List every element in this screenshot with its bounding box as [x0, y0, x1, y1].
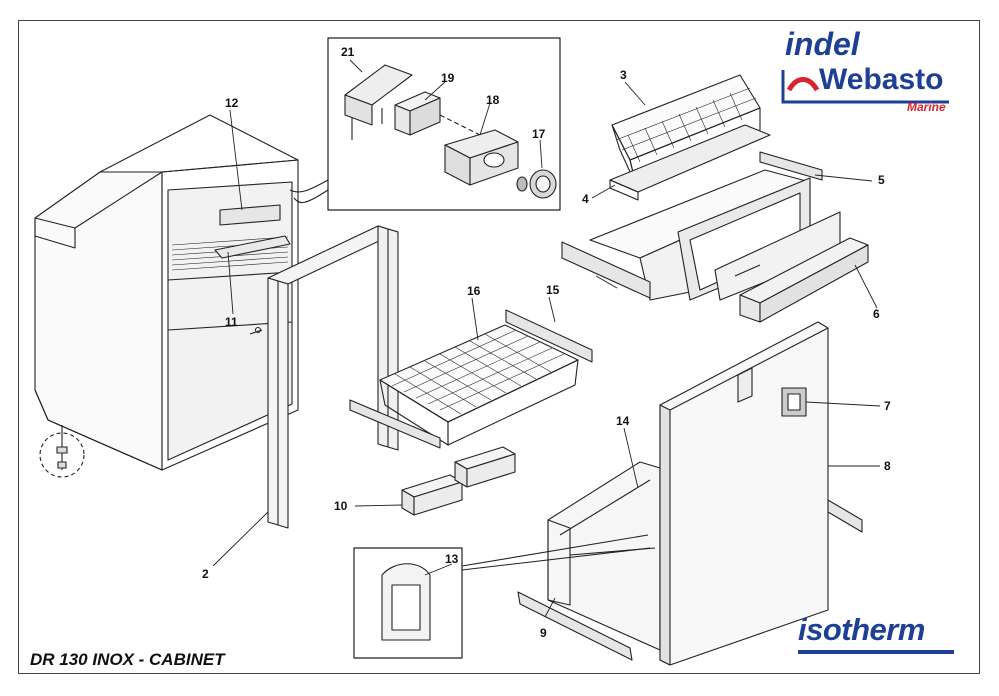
callout-13: 13	[445, 552, 459, 566]
callout-8: 8	[884, 459, 891, 473]
callout-21: 21	[341, 45, 355, 59]
callout-14: 14	[616, 414, 630, 428]
drawing-frame	[18, 20, 980, 674]
brand-webasto-text: Webasto	[819, 63, 944, 96]
upper-tray	[609, 124, 771, 201]
callout-4: 4	[582, 192, 589, 206]
leader-lines	[212, 59, 881, 618]
main-basket	[349, 309, 593, 449]
callout-15: 15	[546, 283, 560, 297]
upper-basket	[611, 74, 761, 186]
callout-2: 2	[202, 567, 209, 581]
brand-indel-text: indel	[785, 26, 860, 62]
door-shelf	[739, 237, 869, 323]
callout-6: 6	[873, 307, 880, 321]
cabinet-body	[34, 114, 299, 478]
brand-marine-text: Marine	[907, 100, 946, 114]
callout-7: 7	[884, 399, 891, 413]
callout-12: 12	[225, 96, 239, 110]
callout-3: 3	[620, 68, 627, 82]
main-door	[659, 321, 829, 666]
small-bins	[401, 446, 516, 516]
bottle-holder-inset	[353, 534, 651, 659]
callout-18: 18	[486, 93, 500, 107]
callout-19: 19	[441, 71, 455, 85]
isotherm-logo: isotherm	[798, 612, 958, 656]
drawer-slide	[517, 591, 633, 661]
hinge-detail-inset	[289, 37, 561, 211]
indel-webasto-logo: indel Webasto Marine	[779, 26, 957, 114]
callout-10: 10	[334, 499, 348, 513]
callout-5: 5	[878, 173, 885, 187]
freezer-compartment	[561, 151, 841, 301]
callout-17: 17	[532, 127, 546, 141]
callout-16: 16	[467, 284, 481, 298]
brand-isotherm-text: isotherm	[798, 612, 925, 647]
hinge-right	[827, 499, 863, 533]
drawing-title: DR 130 INOX - CABINET	[30, 650, 225, 669]
callout-11: 11	[225, 315, 238, 329]
callout-9: 9	[540, 626, 547, 640]
